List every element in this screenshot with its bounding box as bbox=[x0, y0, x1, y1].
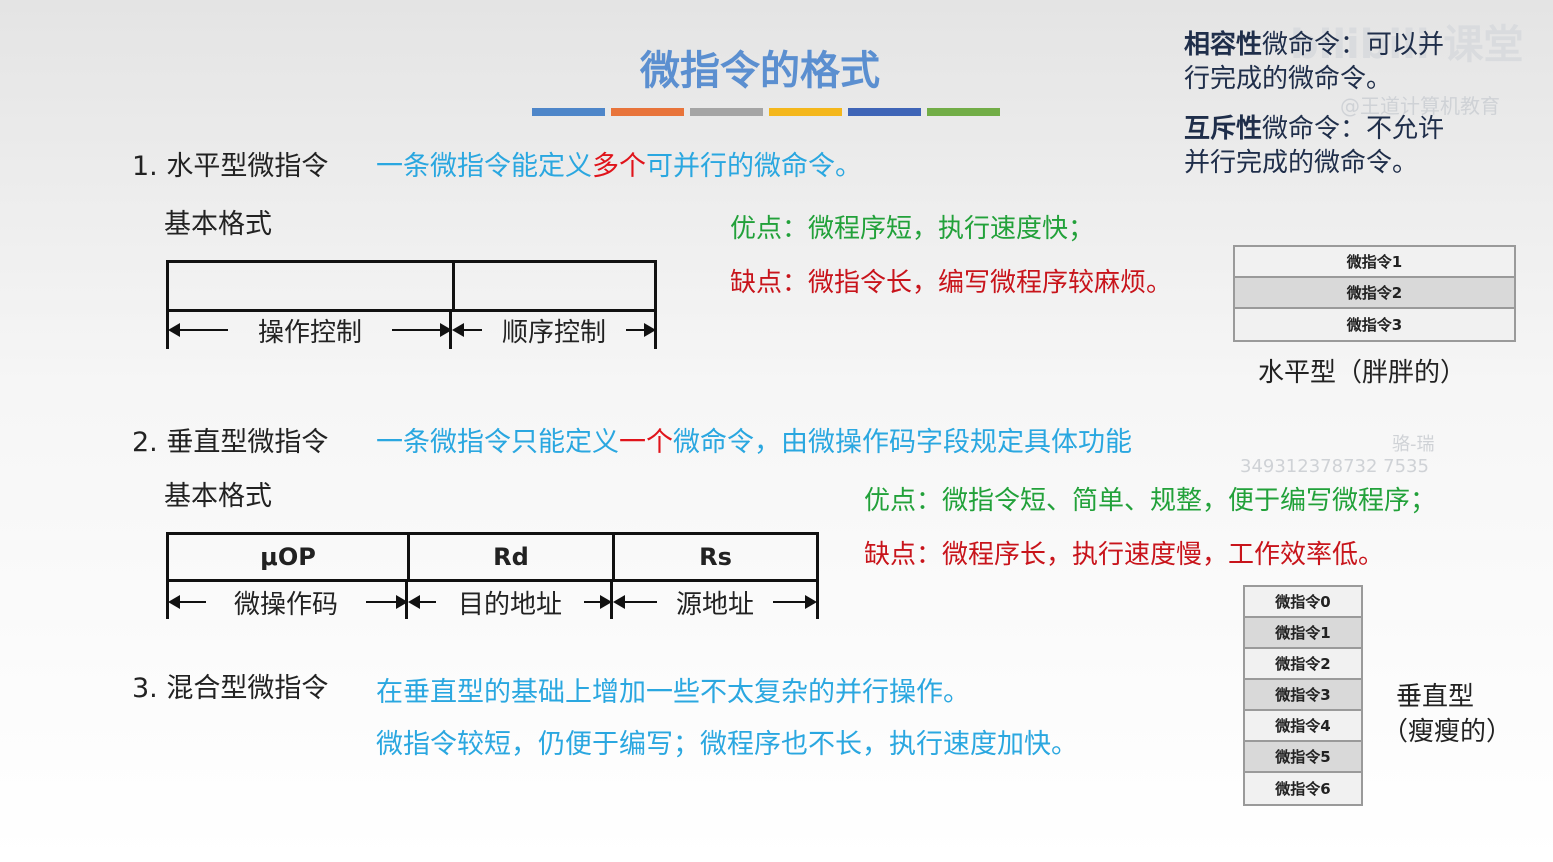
stack-row: 微指令2 bbox=[1245, 649, 1361, 680]
field-sequence-label: 顺序控制 bbox=[501, 317, 606, 348]
format-tick bbox=[166, 579, 169, 619]
field-rs-label: 源地址 bbox=[675, 589, 754, 620]
arrow-left-icon bbox=[408, 595, 436, 609]
note-compatible: 相容性微命令：可以并 行完成的微命令。 bbox=[1184, 28, 1444, 96]
color-bar-segment bbox=[848, 108, 921, 116]
desc-part: 一条微指令能定义 bbox=[376, 151, 592, 182]
field-operation-span: 操作控制 bbox=[168, 312, 452, 348]
field-uop-span: 微操作码 bbox=[168, 584, 408, 620]
stack-row: 微指令1 bbox=[1245, 618, 1361, 649]
title-color-bar bbox=[532, 108, 1000, 116]
section-vertical-heading: 2. 垂直型微指令 bbox=[132, 427, 329, 458]
field-rd-span: 目的地址 bbox=[408, 584, 612, 620]
section-horizontal-desc: 一条微指令能定义多个可并行的微命令。 bbox=[376, 144, 862, 183]
section-horizontal-heading: 1. 水平型微指令 bbox=[132, 151, 329, 182]
exclusive-text: 微命令：不允许 bbox=[1262, 114, 1445, 144]
color-bar-segment bbox=[532, 108, 605, 116]
field-rd-label: 目的地址 bbox=[457, 589, 562, 620]
desc-highlight: 多个 bbox=[592, 151, 646, 182]
mixed-line-2: 微指令较短，仍便于编写；微程序也不长，执行速度加快。 bbox=[376, 729, 1078, 760]
stack-row: 微指令2 bbox=[1235, 278, 1514, 309]
compatible-text: 微命令：可以并 bbox=[1262, 30, 1445, 60]
arrow-left-icon bbox=[452, 323, 482, 337]
arrow-left-icon bbox=[613, 595, 657, 609]
watermark-channel: @王道计算机教育 bbox=[1340, 94, 1500, 118]
arrow-left-icon bbox=[168, 323, 228, 337]
watermark-id: 349312378732 7535 bbox=[1240, 456, 1429, 477]
vertical-con: 缺点：微程序长，执行速度慢，工作效率低。 bbox=[864, 540, 1385, 570]
arrow-right-icon bbox=[773, 595, 817, 609]
arrow-right-icon bbox=[392, 323, 452, 337]
vertical-format-label: 基本格式 bbox=[164, 481, 272, 512]
note-exclusive: 互斥性微命令：不允许 并行完成的微命令。 bbox=[1184, 112, 1444, 180]
section-vertical-desc: 一条微指令只能定义一个微命令，由微操作码字段规定具体功能 bbox=[376, 420, 1132, 459]
arrow-right-icon bbox=[626, 323, 656, 337]
desc-part: 微命令，由微操作码字段规定具体功能 bbox=[673, 427, 1132, 458]
stack-row: 微指令3 bbox=[1245, 680, 1361, 711]
field-rs-span: 源地址 bbox=[613, 584, 817, 620]
stack-row: 微指令3 bbox=[1235, 309, 1514, 340]
mixed-line-1: 在垂直型的基础上增加一些不太复杂的并行操作。 bbox=[376, 677, 970, 708]
horizontal-caption: 水平型（胖胖的） bbox=[1258, 358, 1467, 388]
watermark-user: 骆-瑞 bbox=[1392, 434, 1435, 455]
desc-highlight: 一个 bbox=[619, 427, 673, 458]
format-cell-rs: Rs bbox=[699, 543, 732, 571]
stack-row: 微指令5 bbox=[1245, 742, 1361, 773]
horizontal-pro: 优点：微程序短，执行速度快； bbox=[730, 214, 1095, 244]
section-mixed-heading: 3. 混合型微指令 bbox=[132, 673, 329, 704]
arrow-right-icon bbox=[366, 595, 408, 609]
color-bar-segment bbox=[611, 108, 684, 116]
vertical-caption-1: 垂直型 bbox=[1396, 682, 1475, 712]
format-cell-uop: μOP bbox=[169, 535, 410, 579]
exclusive-term: 互斥性 bbox=[1184, 114, 1263, 144]
desc-part: 可并行的微命令。 bbox=[646, 151, 862, 182]
horizontal-format-box bbox=[166, 260, 657, 312]
color-bar-segment bbox=[927, 108, 1000, 116]
horizontal-format-label: 基本格式 bbox=[164, 209, 272, 240]
arrow-right-icon bbox=[584, 595, 612, 609]
stack-row: 微指令4 bbox=[1245, 711, 1361, 742]
page-title: 微指令的格式 bbox=[640, 48, 880, 94]
format-cell-rd: Rd bbox=[410, 535, 615, 579]
exclusive-text-2: 并行完成的微命令。 bbox=[1184, 148, 1419, 178]
desc-part: 一条微指令只能定义 bbox=[376, 427, 619, 458]
color-bar-segment bbox=[769, 108, 842, 116]
format-cell-operation bbox=[169, 263, 455, 309]
field-sequence-span: 顺序控制 bbox=[452, 312, 656, 348]
stack-row: 微指令1 bbox=[1235, 247, 1514, 278]
horizontal-stack: 微指令1 微指令2 微指令3 bbox=[1233, 245, 1516, 342]
compatible-term: 相容性 bbox=[1184, 30, 1263, 60]
stack-row: 微指令6 bbox=[1245, 773, 1361, 804]
color-bar-segment bbox=[690, 108, 763, 116]
vertical-caption-2: （瘦瘦的） bbox=[1382, 717, 1513, 747]
format-cell-sequence bbox=[455, 263, 654, 309]
vertical-stack: 微指令0 微指令1 微指令2 微指令3 微指令4 微指令5 微指令6 bbox=[1243, 585, 1363, 806]
watermark-logo: bilibili 课堂 bbox=[1290, 22, 1524, 68]
compatible-text-2: 行完成的微命令。 bbox=[1184, 64, 1393, 94]
stack-row: 微指令0 bbox=[1245, 587, 1361, 618]
vertical-pro: 优点：微指令短、简单、规整，便于编写微程序； bbox=[864, 486, 1437, 516]
field-uop-label: 微操作码 bbox=[233, 589, 338, 620]
horizontal-con: 缺点：微指令长，编写微程序较麻烦。 bbox=[730, 268, 1173, 298]
format-tick bbox=[166, 309, 169, 349]
vertical-format-box: μOP Rd Rs bbox=[166, 532, 819, 582]
format-tick bbox=[816, 579, 819, 619]
field-operation-label: 操作控制 bbox=[257, 317, 362, 348]
arrow-left-icon bbox=[168, 595, 206, 609]
